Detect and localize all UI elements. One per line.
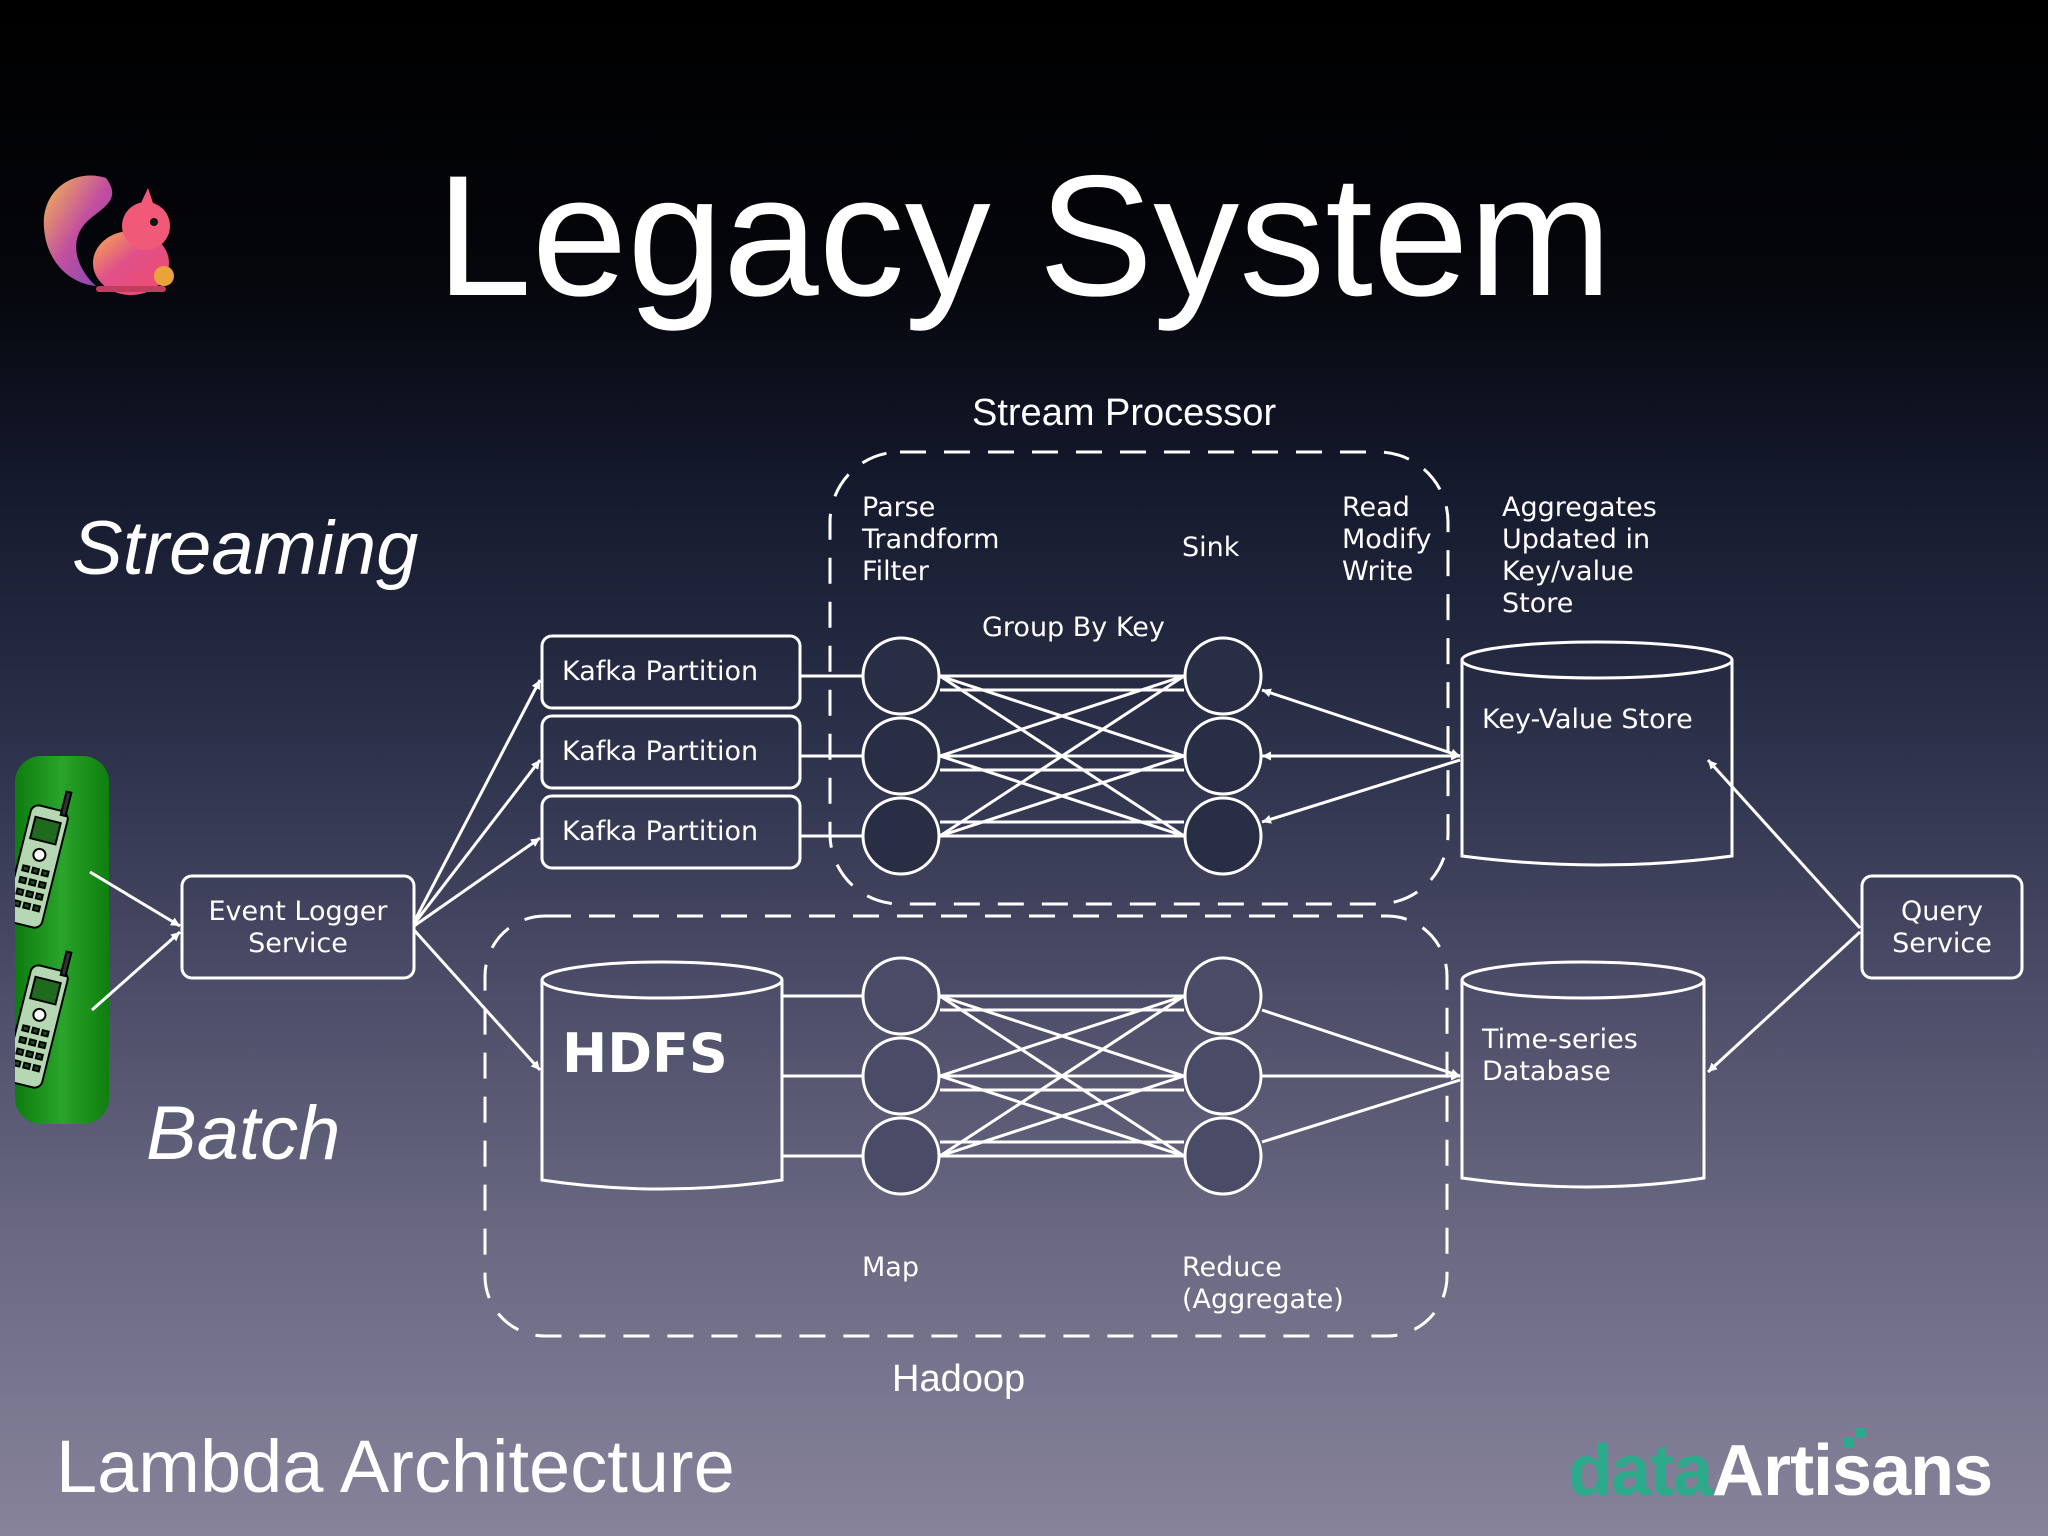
stream-group-by-lines [939, 674, 1185, 838]
mobile-phones-icon [15, 790, 73, 1089]
flow-arrows [89, 679, 1862, 1144]
stream-processor-boundary [828, 450, 1450, 906]
event-logger-box [180, 874, 416, 980]
aggregates-annotation-line4: Store [1502, 588, 1573, 619]
map-node [861, 956, 941, 1036]
logo-data: data [1568, 1431, 1713, 1511]
key-value-store-cylinder [1460, 640, 1734, 867]
hadoop-label: Hadoop [892, 1358, 1026, 1400]
batch-label: Batch [146, 1091, 341, 1176]
group-by-key-annotation: Group By Key [982, 612, 1165, 643]
kafka-partition-box [540, 794, 802, 870]
time-series-line2: Database [1482, 1056, 1611, 1087]
reduce-annotation-line1: Reduce [1182, 1252, 1282, 1283]
time-series-line1: Time-series [1481, 1024, 1638, 1055]
rmw-annotation-line3: Write [1342, 556, 1413, 587]
hdfs-label: HDFS [562, 1022, 728, 1085]
event-logger-line2: Service [248, 928, 348, 959]
reduce-node [1183, 1036, 1263, 1116]
rmw-annotation-line2: Modify [1342, 524, 1431, 555]
streaming-label: Streaming [72, 506, 419, 591]
stream-processor-label: Stream Processor [972, 392, 1277, 434]
map-annotation: Map [862, 1252, 919, 1283]
sink-annotation: Sink [1182, 532, 1240, 563]
query-service-line2: Service [1892, 928, 1992, 959]
parse-node [861, 796, 941, 876]
squirrel-logo-icon [43, 175, 174, 295]
parse-node [861, 636, 941, 716]
event-logger-line1: Event Logger [208, 896, 388, 927]
query-service-box [1860, 874, 2024, 980]
parse-annotation-line3: Filter [862, 556, 930, 587]
time-series-database-cylinder [1460, 960, 1706, 1189]
aggregates-annotation-line2: Updated in [1502, 524, 1650, 555]
kafka-partition-label: Kafka Partition [562, 736, 758, 767]
aggregates-annotation-line3: Key/value [1502, 556, 1634, 587]
sink-node [1183, 796, 1263, 876]
hadoop-shuffle-lines [939, 994, 1185, 1158]
sink-node [1183, 636, 1263, 716]
kafka-partition-box [540, 634, 802, 710]
parse-annotation-line2: Trandform [861, 524, 999, 555]
map-node [861, 1116, 941, 1196]
kafka-partition-label: Kafka Partition [562, 656, 758, 687]
rmw-annotation-line1: Read [1342, 492, 1410, 523]
reduce-node [1183, 1116, 1263, 1196]
footer-lambda-architecture: Lambda Architecture [56, 1425, 735, 1508]
key-value-store-label: Key-Value Store [1482, 704, 1693, 735]
kafka-partition-label: Kafka Partition [562, 816, 758, 847]
logo-accent-icon [1843, 1428, 1865, 1448]
kafka-partition-box [540, 714, 802, 790]
slide-title: Legacy System [436, 140, 1612, 332]
hadoop-boundary [483, 914, 1449, 1338]
hdfs-cylinder [540, 960, 784, 1191]
reduce-annotation-line2: (Aggregate) [1182, 1284, 1344, 1315]
parse-node [861, 716, 941, 796]
map-node [861, 1036, 941, 1116]
aggregates-annotation-line1: Aggregates [1502, 492, 1657, 523]
query-service-line1: Query [1901, 896, 1983, 927]
parse-annotation-line1: Parse [862, 492, 935, 523]
sink-node [1183, 716, 1263, 796]
reduce-node [1183, 956, 1263, 1036]
